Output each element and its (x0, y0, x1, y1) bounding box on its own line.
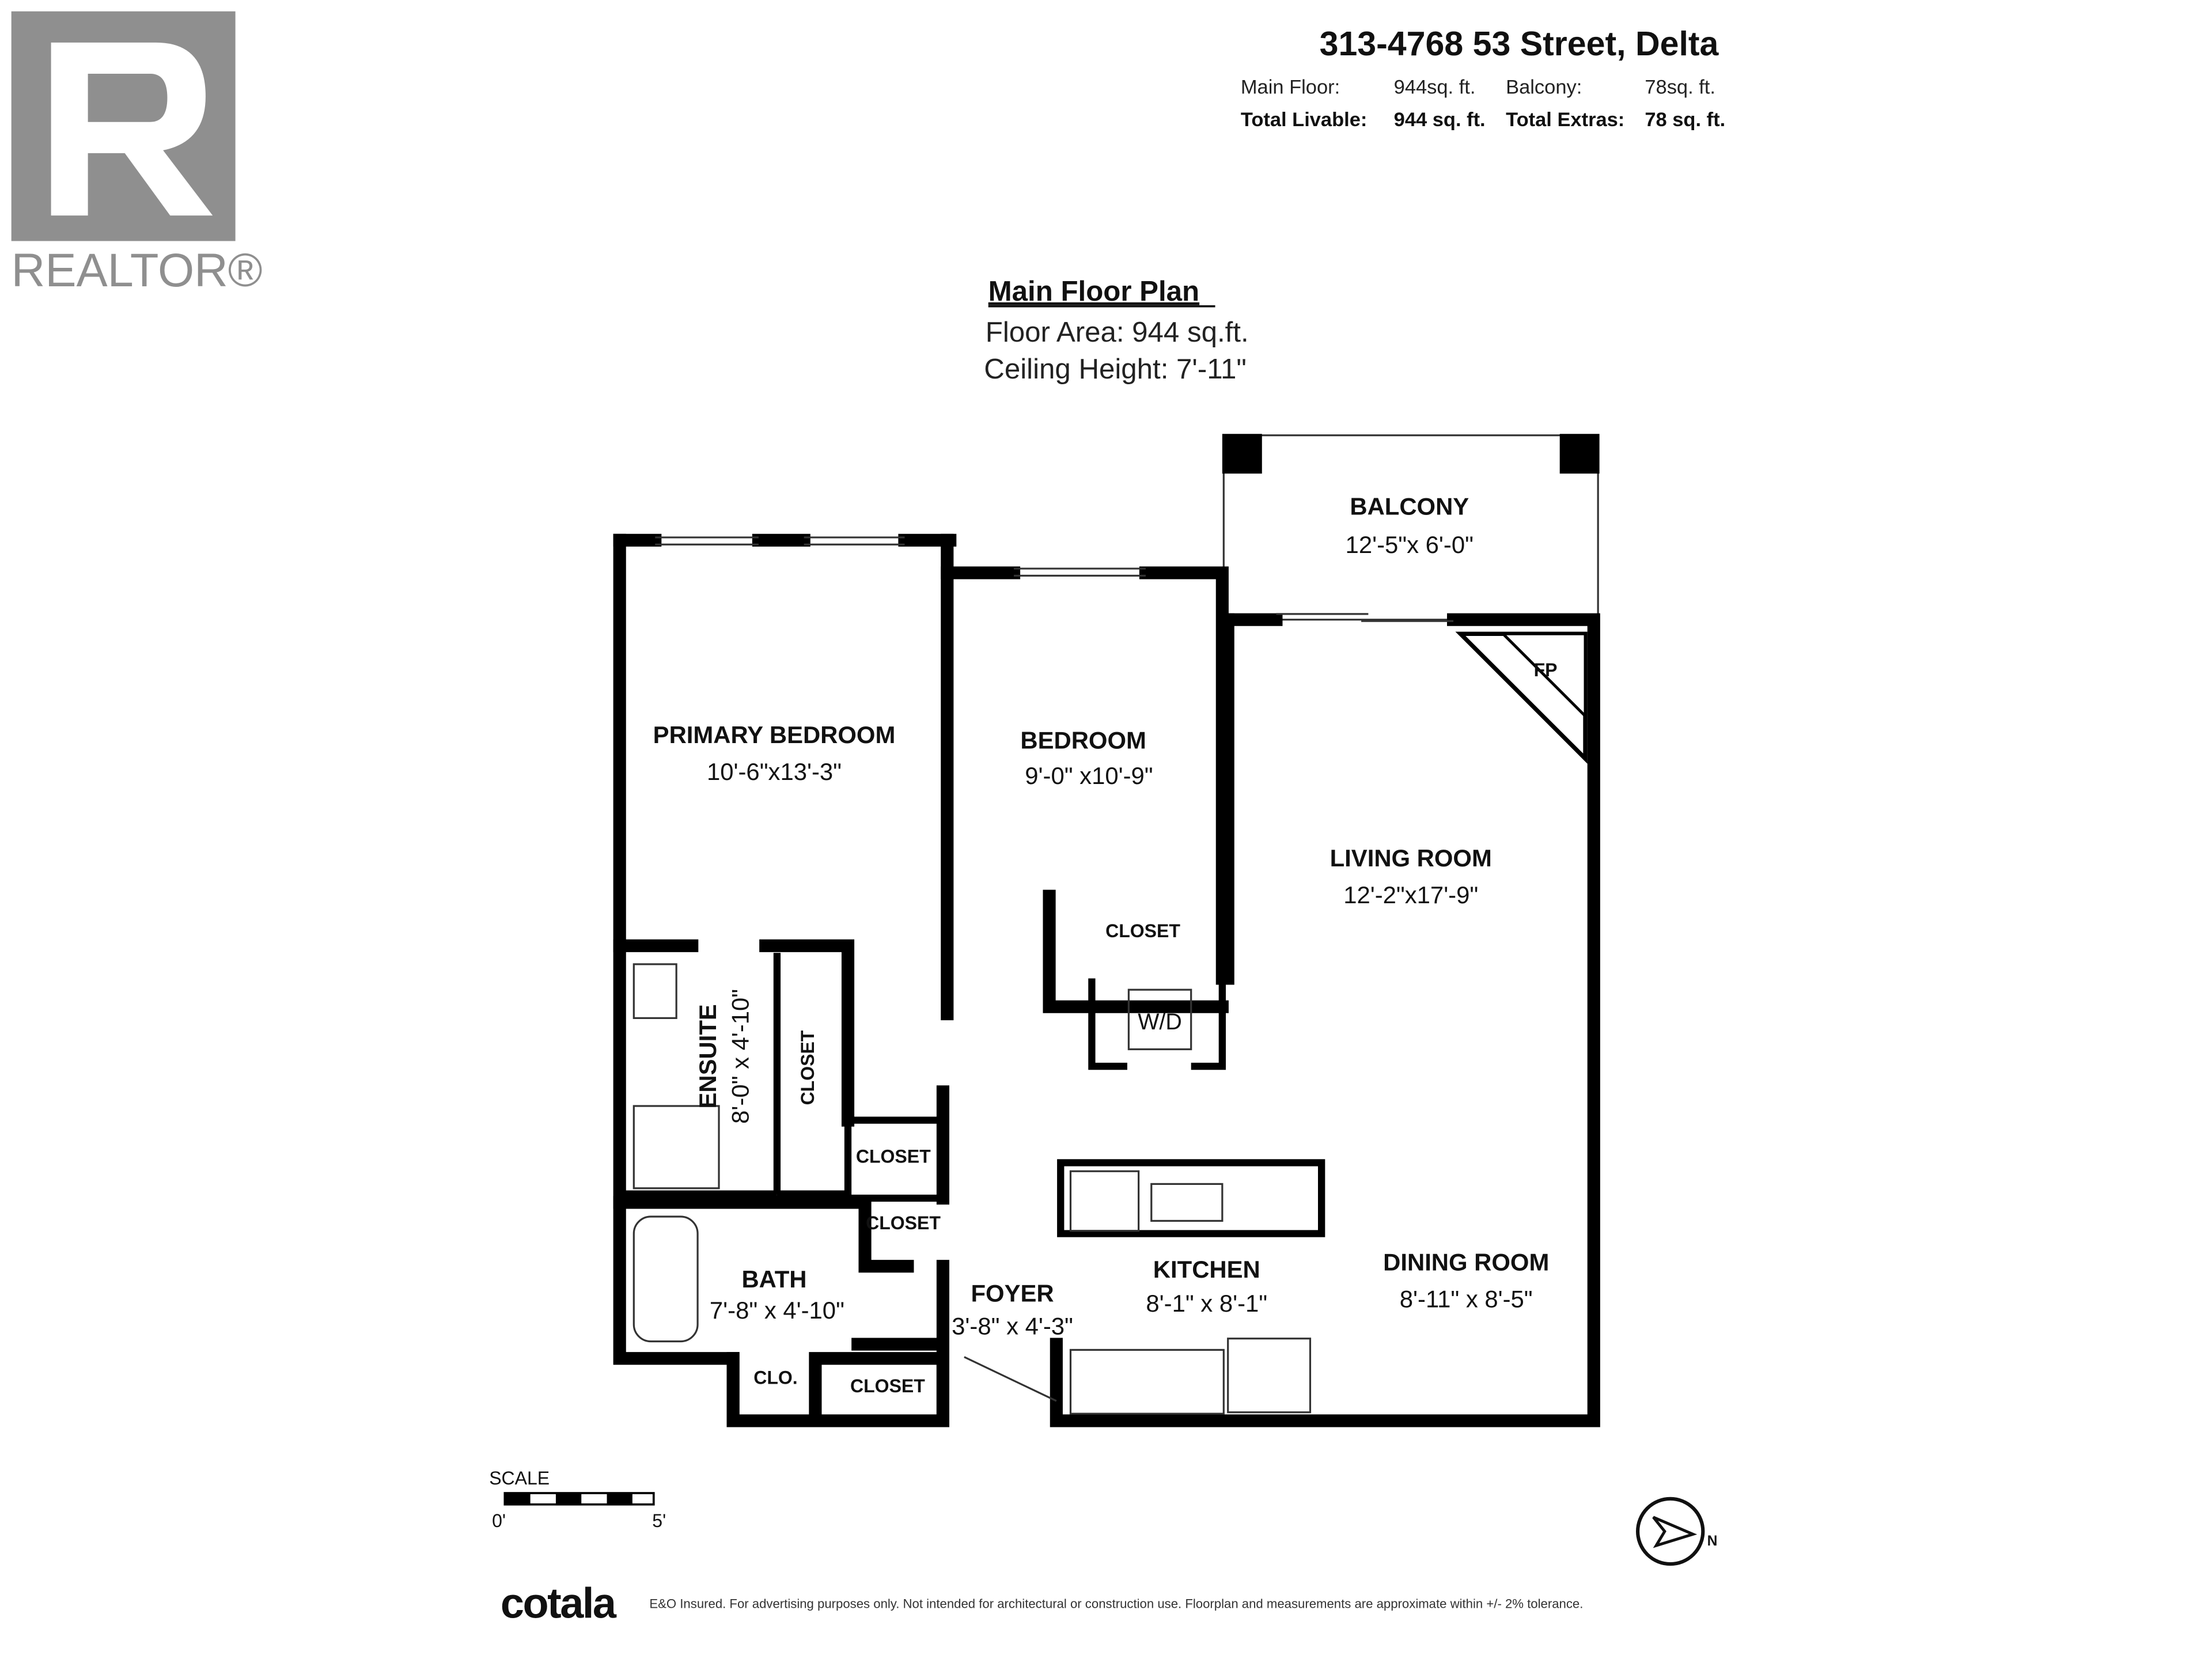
room-name: KITCHEN (1153, 1256, 1260, 1283)
clo-label: CLO. (753, 1367, 797, 1388)
realtor-logo: REALTOR® (12, 11, 263, 297)
walk-closet-label: CLOSET (797, 1030, 818, 1105)
room-name: BEDROOM (1020, 727, 1146, 754)
room-name: LIVING ROOM (1330, 844, 1492, 872)
room-dimensions: 12'-2"x17'-9" (1343, 881, 1478, 908)
room-dimensions: 8'-1" x 8'-1" (1146, 1290, 1267, 1317)
balcony-label: Balcony: (1506, 76, 1582, 98)
room-dimensions: 8'-11" x 8'-5" (1400, 1286, 1533, 1313)
total-livable-label: Total Livable: (1241, 109, 1368, 131)
walls (613, 434, 1600, 1427)
north-letter: N (1707, 1533, 1718, 1549)
main-floor-label: Main Floor: (1241, 76, 1340, 98)
room-kitchen: KITCHEN 8'-1" x 8'-1" (1146, 1256, 1267, 1317)
room-bedroom: BEDROOM 9'-0" x10'-9" (1020, 727, 1153, 790)
total-extras-value: 78 sq. ft. (1645, 109, 1725, 131)
room-name: BATH (741, 1266, 806, 1293)
bedroom-closet-label: CLOSET (1105, 921, 1180, 941)
balcony-value: 78sq. ft. (1645, 76, 1715, 98)
room-dimensions: 7'-8" x 4'-10" (710, 1297, 844, 1324)
room-dimensions: 10'-6"x13'-3" (707, 758, 842, 785)
room-name: PRIMARY BEDROOM (653, 721, 896, 748)
bath-closet-label: CLOSET (866, 1213, 941, 1233)
scale-end: 5' (652, 1510, 666, 1531)
room-name: ENSUITE (694, 1004, 721, 1108)
main-floor-value: 944sq. ft. (1394, 76, 1476, 98)
room-dimensions: 8'-0" x 4'-10" (727, 989, 754, 1124)
room-dimensions: 9'-0" x10'-9" (1025, 762, 1153, 789)
room-dining-room: DINING ROOM 8'-11" x 8'-5" (1383, 1249, 1549, 1313)
cotala-logo: cotala (501, 1580, 617, 1627)
room-name: DINING ROOM (1383, 1249, 1549, 1276)
floor-area: Floor Area: 944 sq.ft. (986, 316, 1249, 348)
laundry-label: W/D (1138, 1009, 1182, 1035)
room-living-room: LIVING ROOM 12'-2"x17'-9" (1330, 844, 1492, 908)
address-title: 313-4768 53 Street, Delta (1320, 25, 1719, 63)
plan-title: Main Floor Plan (988, 275, 1199, 307)
room-name: BALCONY (1350, 493, 1469, 520)
scale-bar: SCALE 0' 5' (489, 1468, 666, 1531)
disclaimer: E&O Insured. For advertising purposes on… (649, 1596, 1583, 1611)
total-extras-label: Total Extras: (1506, 109, 1624, 131)
room-bath: BATH 7'-8" x 4'-10" (710, 1266, 844, 1324)
hall-closet-label: CLOSET (856, 1146, 931, 1166)
room-dimensions: 3'-8" x 4'-3" (952, 1312, 1073, 1339)
ceiling-height: Ceiling Height: 7'-11" (984, 353, 1246, 385)
room-name: FOYER (971, 1280, 1054, 1307)
scale-label: SCALE (489, 1468, 550, 1488)
room-ensuite: ENSUITE 8'-0" x 4'-10" (694, 989, 754, 1124)
room-dimensions: 12'-5"x 6'-0" (1346, 531, 1474, 558)
room-balcony: BALCONY 12'-5"x 6'-0" (1346, 493, 1474, 558)
scale-start: 0' (492, 1510, 506, 1531)
foyer-closet-label: CLOSET (850, 1376, 925, 1396)
fireplace-label: FP (1534, 660, 1558, 680)
total-livable-value: 944 sq. ft. (1394, 109, 1486, 131)
room-foyer: FOYER 3'-8" x 4'-3" (952, 1280, 1073, 1340)
room-primary-bedroom: PRIMARY BEDROOM 10'-6"x13'-3" (653, 721, 896, 785)
realtor-wordmark: REALTOR® (12, 244, 263, 297)
north-arrow-icon: N (1636, 1497, 1718, 1566)
